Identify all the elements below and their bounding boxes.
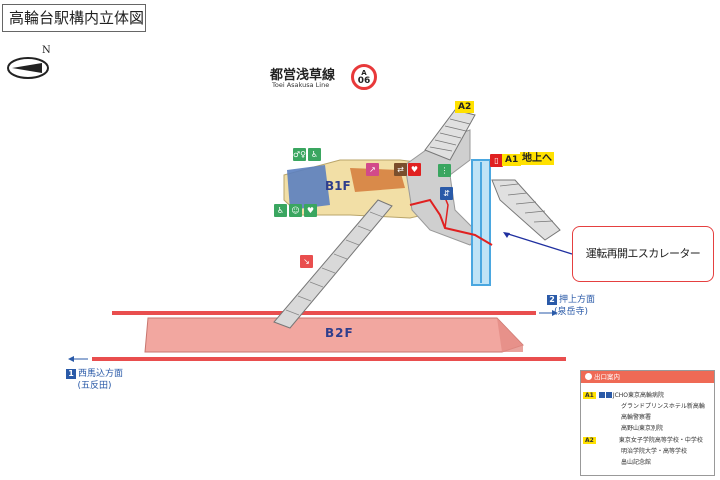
wheelchair-icon: ♿	[274, 204, 287, 217]
guide-item: 高野山東京別院	[621, 425, 664, 432]
stairs-icon: ⋮	[438, 164, 451, 177]
line-letter: A	[361, 69, 367, 77]
restroom-icon: ♂♀	[293, 148, 307, 161]
hotel-icon	[605, 392, 612, 398]
escalator-callout: 運転再開エスカレーター	[572, 226, 714, 282]
map-title: 高輪台駅構内立体図	[2, 4, 146, 32]
b1f-room	[287, 165, 330, 210]
guide-item: 畠山記念館	[621, 459, 652, 466]
exit-guide-panel: 出口案内 A1 JCHO東京高輪病院 グランドプリンスホテル新高輪 高輪警察署 高…	[580, 370, 715, 476]
line-name: 都営浅草線 Toei Asakusa Line	[270, 64, 380, 94]
escalator-icon: ↗	[366, 163, 379, 176]
guide-row: A1 JCHO東京高輪病院	[583, 391, 664, 400]
baby-chair-icon: ♥	[304, 204, 317, 217]
station-number: 06	[357, 76, 371, 86]
nursing-room-icon: ☺	[289, 204, 302, 217]
escalator-b1-b2	[273, 199, 393, 329]
line-name-jp: 都営浅草線	[270, 68, 336, 83]
direction-number-badge: 2	[547, 294, 557, 305]
hospital-icon	[598, 392, 605, 398]
elevator-exit-icon: ▯	[490, 154, 503, 167]
guide-row: A2 東京女子学院高等学校・中学校	[583, 436, 703, 445]
ticket-gate-icon: ⇄	[394, 163, 407, 176]
guide-item: 明治学院大学・高等学校	[621, 448, 688, 455]
guide-item: 高輪警察署	[621, 414, 652, 421]
guide-a2-tag: A2	[583, 437, 596, 444]
elevator-icon: ⇵	[440, 187, 453, 200]
station-number-badge: A 06	[351, 64, 377, 90]
ticket-area	[350, 168, 405, 192]
exit-a2-tag: A2	[455, 101, 475, 113]
floor-label-b1f: B1F	[325, 179, 351, 193]
callout-pointer	[504, 232, 573, 255]
exit-a1-tag: A1	[502, 154, 522, 166]
guide-a1-tag: A1	[583, 392, 596, 399]
guide-item: 東京女子学院高等学校・中学校	[618, 437, 703, 444]
direction-sub: (泉岳寺)	[553, 307, 589, 317]
escalator-down-icon: ↘	[300, 255, 313, 268]
compass-icon: N	[6, 44, 51, 80]
direction-main: 西馬込方面	[78, 369, 124, 379]
direction-main: 押上方面	[559, 295, 596, 305]
guide-item: JCHO東京高輪病院	[612, 392, 665, 399]
floor-label-b2f: B2F	[325, 326, 354, 340]
a1-stairs	[491, 179, 561, 241]
route-to-a1	[409, 198, 493, 246]
guide-item: グランドプリンスホテル新高輪	[621, 403, 705, 410]
compass-north-label: N	[42, 45, 50, 56]
direction-sub: (五反田)	[77, 381, 112, 391]
aed-icon: ♥	[408, 163, 421, 176]
direction-number-badge: 1	[66, 368, 76, 379]
exit-a1-label: 地上へ	[520, 152, 554, 165]
line-name-en: Toei Asakusa Line	[272, 81, 330, 89]
multipurpose-restroom-icon: ♿	[308, 148, 321, 161]
exit-guide-header: 出口案内	[581, 371, 714, 383]
